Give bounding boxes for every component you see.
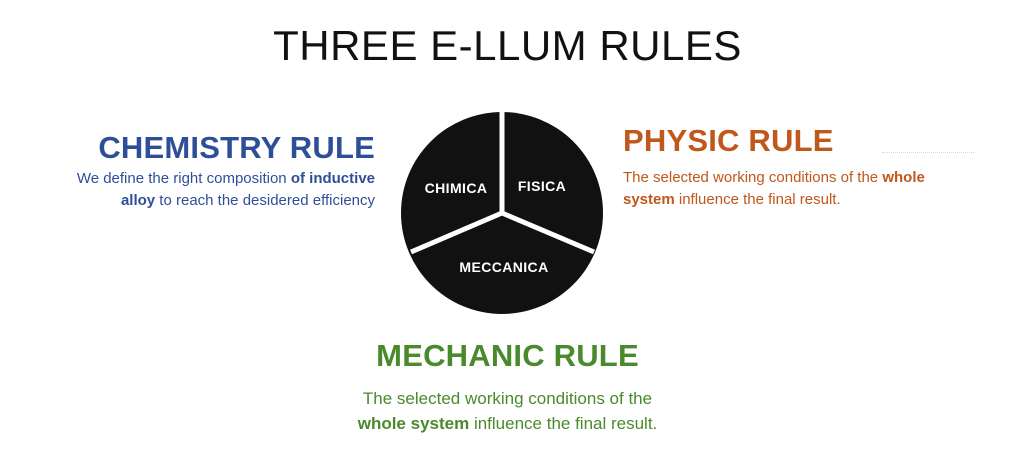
segment-label-meccanica: MECCANICA bbox=[459, 259, 548, 275]
segment-label-fisica: FISICA bbox=[518, 178, 566, 194]
chemistry-rule-description: We define the right composition of induc… bbox=[77, 168, 375, 212]
mechanic-rule: MECHANIC RULE The selected working condi… bbox=[280, 338, 735, 436]
chemistry-desc-emphasis: of inductive bbox=[290, 170, 375, 187]
segment-label-chimica: CHIMICA bbox=[425, 180, 488, 196]
chemistry-rule-heading: CHEMISTRY RULE bbox=[98, 130, 375, 165]
physic-rule-description: The selected working conditions of the w… bbox=[623, 167, 925, 211]
physic-rule-heading: PHYSIC RULE bbox=[623, 123, 834, 158]
wheel-divider-left bbox=[410, 210, 503, 255]
mechanic-rule-heading: MECHANIC RULE bbox=[376, 338, 639, 373]
physic-desc-emphasis: whole bbox=[882, 169, 925, 186]
chemistry-rule: CHEMISTRY RULE We define the right compo… bbox=[77, 130, 375, 212]
physic-rule: PHYSIC RULE The selected working conditi… bbox=[623, 123, 925, 211]
mechanic-desc-emphasis: whole system bbox=[357, 414, 470, 433]
physic-desc-text: The selected working conditions of the bbox=[623, 169, 883, 186]
faint-artifact-line bbox=[882, 152, 974, 156]
page-title: THREE E-LLUM RULES bbox=[273, 22, 742, 69]
physic-desc-text-2: influence the final result. bbox=[674, 191, 841, 208]
mechanic-desc-text: The selected working conditions of the bbox=[362, 389, 653, 408]
chemistry-desc-text: We define the right composition bbox=[76, 170, 291, 187]
wheel-divider-right bbox=[501, 210, 595, 255]
mechanic-rule-description: The selected working conditions of the w… bbox=[280, 386, 735, 436]
mechanic-desc-text-2: influence the final result. bbox=[469, 414, 658, 433]
chemistry-desc-text-2: to reach the desidered efficiency bbox=[155, 192, 375, 209]
physic-desc-emphasis-2: system bbox=[623, 191, 675, 208]
chemistry-desc-emphasis-2: alloy bbox=[120, 192, 156, 209]
